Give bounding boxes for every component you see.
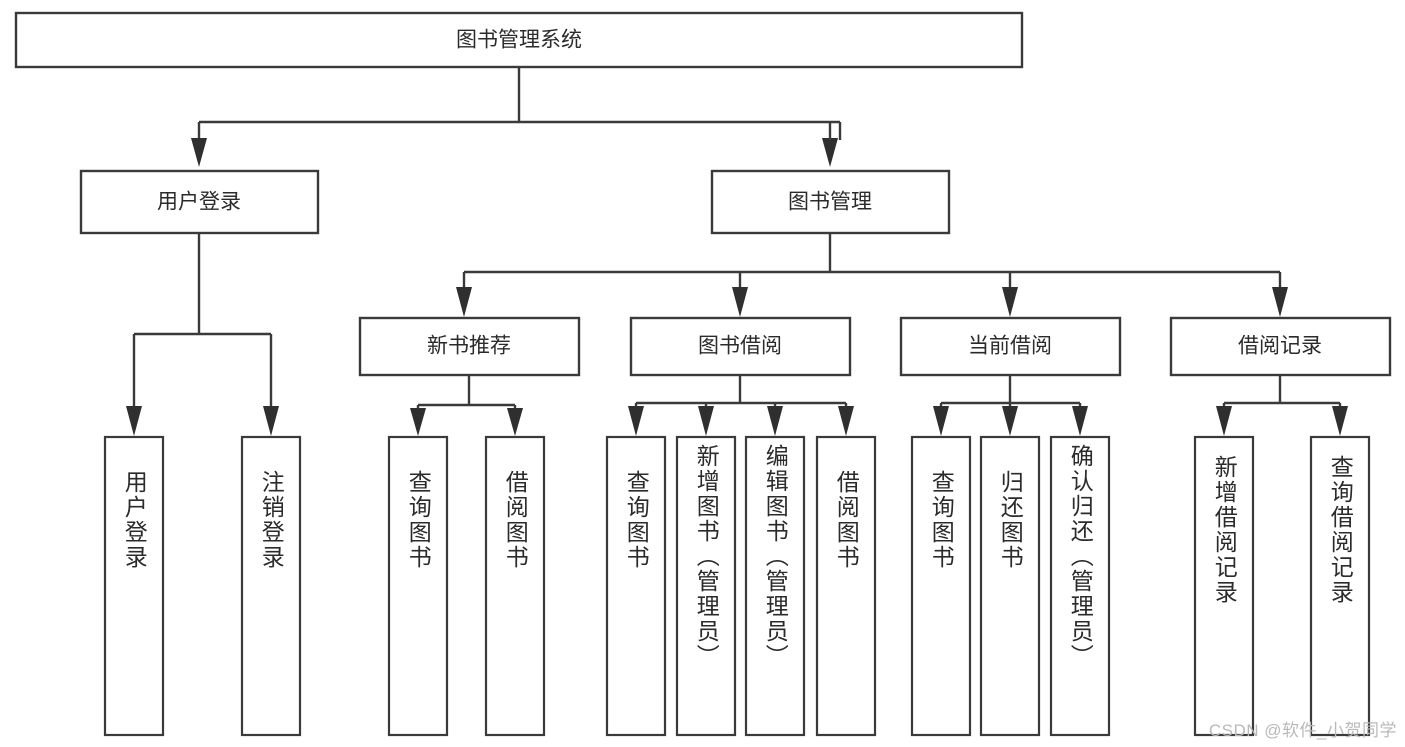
leaf-box[interactable] xyxy=(910,435,972,737)
arrow-head-icon xyxy=(838,406,854,436)
arrow-head-icon xyxy=(732,287,748,317)
node-borrow-record[interactable]: 借阅记录 xyxy=(1169,316,1392,377)
node-root-system[interactable]: 图书管理系统 xyxy=(14,11,1024,69)
leaf-box[interactable] xyxy=(103,435,165,737)
node-new-book-recommend[interactable]: 新书推荐 xyxy=(358,316,581,377)
arrow-head-icon xyxy=(191,138,207,167)
connector-newbook-to-leaves xyxy=(410,375,523,436)
node-current-borrow-label: 当前借阅 xyxy=(968,335,1052,358)
arrow-head-icon xyxy=(1072,406,1088,436)
watermark-text: CSDN @软件_小贺同学 xyxy=(1208,721,1397,740)
arrow-head-icon xyxy=(507,408,523,436)
arrow-head-icon xyxy=(1002,406,1018,436)
leaf-box[interactable] xyxy=(1049,435,1111,737)
connector-bookmgmt-to-level3 xyxy=(456,233,1288,317)
arrow-head-icon xyxy=(126,406,142,436)
arrow-head-icon xyxy=(1002,287,1018,317)
arrow-head-icon xyxy=(628,406,644,436)
arrow-head-icon xyxy=(933,406,949,436)
connector-currentborrow-to-leaves xyxy=(933,375,1088,436)
arrow-head-icon xyxy=(263,406,279,436)
arrow-head-icon xyxy=(1216,406,1232,436)
leaf-box[interactable] xyxy=(605,435,667,737)
leaf-box[interactable] xyxy=(675,435,737,737)
node-current-borrow[interactable]: 当前借阅 xyxy=(899,316,1122,377)
connector-borrowrecord-to-leaves xyxy=(1216,375,1348,436)
connector-bookborrow-to-leaves xyxy=(628,375,854,436)
node-borrow-record-label: 借阅记录 xyxy=(1238,335,1322,358)
arrow-head-icon xyxy=(1272,287,1288,317)
leaf-box[interactable] xyxy=(484,435,546,737)
node-book-management[interactable]: 图书管理 xyxy=(710,169,951,235)
leaf-box[interactable] xyxy=(744,435,806,737)
leaf-box[interactable] xyxy=(1193,435,1255,737)
leaf-box-group xyxy=(103,435,1371,737)
arrow-head-icon xyxy=(698,406,714,436)
connector-userlogin-to-leaves xyxy=(126,233,279,436)
connector-root-to-level2 xyxy=(191,67,842,167)
leaf-box[interactable] xyxy=(815,435,877,737)
node-new-book-recommend-label: 新书推荐 xyxy=(427,335,511,358)
arrow-head-icon xyxy=(456,287,472,317)
arrow-head-icon xyxy=(822,138,838,167)
node-user-login-label: 用户登录 xyxy=(157,191,241,214)
arrow-head-icon xyxy=(410,408,426,436)
leaf-box[interactable] xyxy=(979,435,1041,737)
leaf-box[interactable] xyxy=(1309,435,1371,737)
node-book-borrow[interactable]: 图书借阅 xyxy=(629,316,852,377)
arrow-head-icon xyxy=(767,406,783,436)
node-book-borrow-label: 图书借阅 xyxy=(698,335,782,358)
node-user-login[interactable]: 用户登录 xyxy=(79,169,320,235)
node-book-management-label: 图书管理 xyxy=(788,191,872,214)
node-root-label: 图书管理系统 xyxy=(456,29,582,52)
arrow-head-icon xyxy=(1332,406,1348,436)
leaf-box[interactable] xyxy=(387,435,449,737)
leaf-box[interactable] xyxy=(240,435,302,737)
